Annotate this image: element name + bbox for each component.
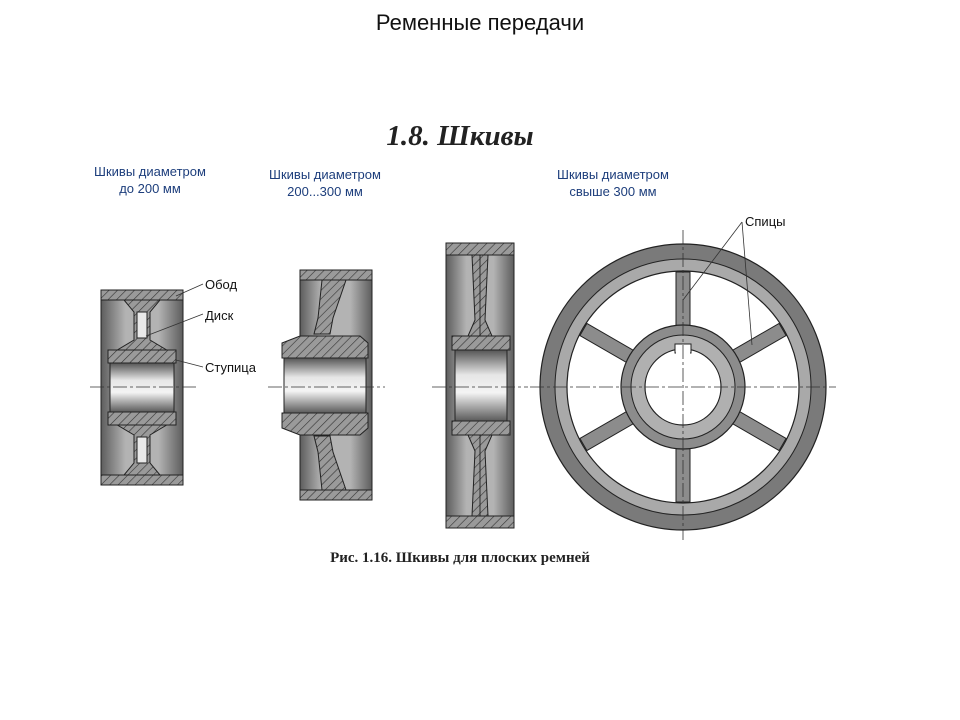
caption-large-pulley: Шкивы диаметром свыше 300 мм	[533, 166, 693, 200]
label-rim: Обод	[205, 277, 238, 292]
caption-medium-pulley: Шкивы диаметром 200...300 мм	[245, 166, 405, 200]
spokes-leader-lines	[682, 221, 753, 346]
caption-line: свыше 300 мм	[569, 184, 657, 199]
pulley-medium-section	[281, 269, 373, 501]
section-heading: 1.8. Шкивы	[386, 120, 534, 152]
caption-line: Шкивы диаметром	[269, 167, 381, 182]
caption-line: до 200 мм	[119, 181, 181, 196]
pulley-small-section	[100, 289, 184, 486]
slide-title: Ременные передачи	[375, 10, 585, 35]
label-hub: Ступица	[205, 360, 256, 375]
label-spokes: Спицы	[745, 214, 786, 229]
label-disk: Диск	[205, 308, 234, 323]
centerlines-front	[530, 230, 836, 540]
caption-line: 200...300 мм	[287, 184, 363, 199]
leader-lines	[145, 283, 204, 368]
figure-caption: Рис. 1.16. Шкивы для плоских ремней	[330, 550, 590, 566]
pulley-large-section	[445, 242, 515, 529]
caption-line: Шкивы диаметром	[557, 167, 669, 182]
caption-line: Шкивы диаметром	[94, 164, 206, 179]
caption-small-pulley: Шкивы диаметром до 200 мм	[70, 163, 230, 197]
